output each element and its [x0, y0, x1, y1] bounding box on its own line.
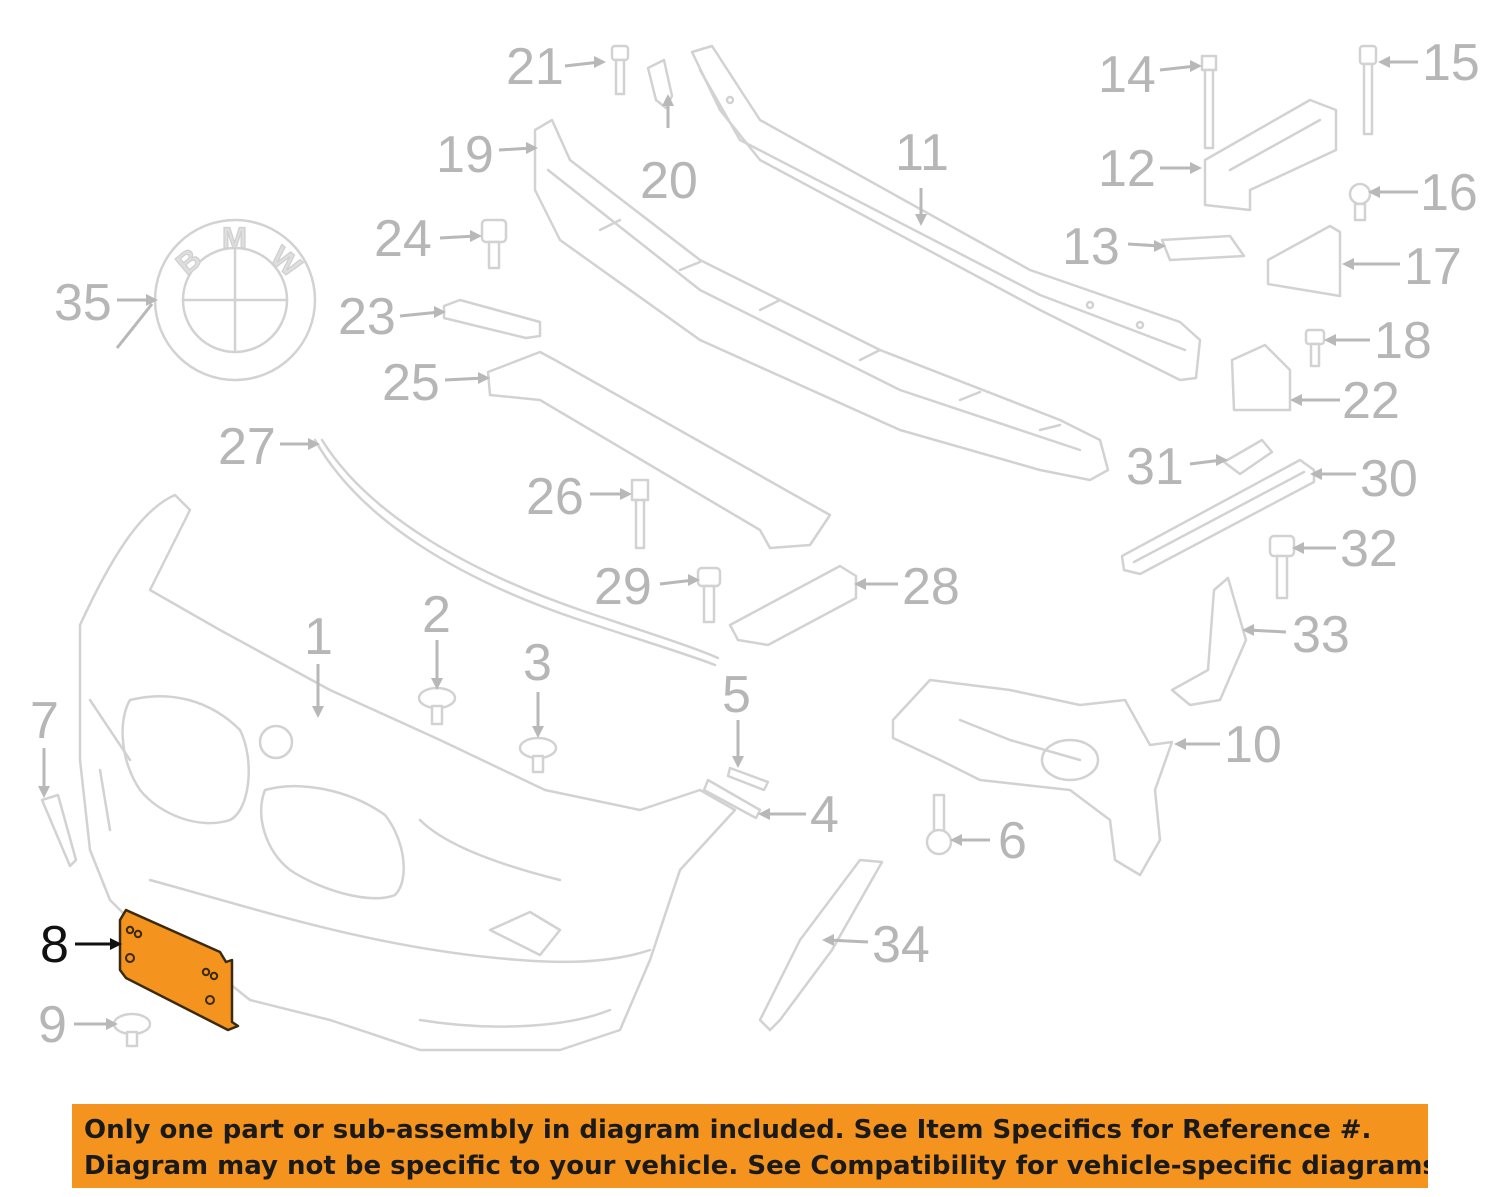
disclaimer-banner: Only one part or sub-assembly in diagram…	[72, 1104, 1428, 1188]
callout-13[interactable]: 13	[1062, 218, 1120, 276]
logo-letter-m: M	[222, 222, 247, 255]
part-14-stud[interactable]	[1200, 54, 1218, 150]
callout-24[interactable]: 24	[374, 210, 432, 268]
part-2-screw[interactable]	[417, 686, 457, 726]
callout-2[interactable]: 2	[422, 586, 451, 644]
part-30-rail[interactable]	[1120, 458, 1316, 576]
part-16-screw[interactable]	[1348, 182, 1372, 222]
callout-16[interactable]: 16	[1420, 164, 1478, 222]
disclaimer-line-2: Diagram may not be specific to your vehi…	[84, 1151, 1428, 1181]
part-25-carrier[interactable]	[486, 350, 832, 550]
callout-30[interactable]: 30	[1360, 450, 1418, 508]
part-5-strip[interactable]	[726, 766, 770, 792]
callout-3[interactable]: 3	[523, 634, 552, 692]
part-32-bolt[interactable]	[1268, 534, 1296, 600]
callout-11[interactable]: 11	[895, 124, 949, 182]
part-13-pad[interactable]	[1160, 234, 1246, 262]
part-31-clip[interactable]	[1222, 438, 1274, 476]
callout-4[interactable]: 4	[810, 786, 839, 844]
part-10-side-bracket[interactable]	[891, 678, 1174, 877]
parts-diagram: B M W	[30, 34, 1480, 1054]
callout-6[interactable]: 6	[998, 812, 1027, 870]
callout-22[interactable]: 22	[1342, 372, 1400, 430]
part-18-screw[interactable]	[1304, 328, 1326, 368]
part-33-bracket[interactable]	[1170, 576, 1248, 707]
callout-8-highlighted[interactable]: 8	[40, 916, 69, 974]
callout-10[interactable]: 10	[1224, 716, 1282, 774]
callout-21[interactable]: 21	[506, 38, 564, 96]
part-8-license-plate-bracket[interactable]	[118, 908, 240, 1032]
callout-28[interactable]: 28	[902, 558, 960, 616]
callout-27[interactable]: 27	[218, 418, 276, 476]
part-24-bolt[interactable]	[480, 218, 508, 270]
part-29-bolt[interactable]	[696, 566, 722, 624]
callout-25[interactable]: 25	[382, 354, 440, 412]
callout-9[interactable]: 9	[38, 996, 67, 1054]
callout-14[interactable]: 14	[1098, 46, 1156, 104]
part-28-bracket[interactable]	[728, 564, 858, 647]
part-1-bumper-cover[interactable]	[78, 493, 737, 1052]
leader-lines	[42, 60, 1418, 1026]
part-12-bracket[interactable]	[1203, 98, 1338, 212]
callout-20[interactable]: 20	[640, 152, 698, 210]
callout-18[interactable]: 18	[1374, 312, 1432, 370]
part-6-bolt[interactable]	[925, 793, 953, 856]
callout-31[interactable]: 31	[1126, 438, 1184, 496]
part-35-emblem[interactable]: B M W	[153, 218, 317, 382]
part-21-bolt[interactable]	[610, 44, 630, 96]
part-27-seal[interactable]	[313, 438, 720, 667]
callout-19[interactable]: 19	[436, 126, 494, 184]
callout-17[interactable]: 17	[1404, 238, 1462, 296]
callout-12[interactable]: 12	[1098, 140, 1156, 198]
part-26-stud[interactable]	[630, 478, 650, 550]
part-17-bracket[interactable]	[1266, 224, 1342, 298]
callout-1[interactable]: 1	[304, 608, 333, 666]
part-11-impact-bar[interactable]	[690, 44, 1202, 382]
callout-7[interactable]: 7	[30, 692, 59, 750]
part-23-bracket[interactable]	[442, 298, 542, 340]
leader-arrowheads	[38, 56, 1390, 1030]
leader-arrow-8	[110, 938, 122, 950]
callout-34[interactable]: 34	[872, 916, 930, 974]
part-9-clip[interactable]	[112, 1012, 152, 1048]
part-22-bracket[interactable]	[1230, 343, 1292, 412]
callout-15[interactable]: 15	[1422, 34, 1480, 92]
part-3-screw[interactable]	[518, 736, 558, 774]
part-34-trim[interactable]	[758, 858, 884, 1032]
callout-29[interactable]: 29	[594, 558, 652, 616]
part-4-strip[interactable]	[702, 778, 762, 820]
callout-5[interactable]: 5	[722, 666, 751, 724]
callout-35[interactable]: 35	[54, 274, 112, 332]
part-7-reflector[interactable]	[40, 793, 78, 868]
callout-labels: 21 20 19 11 14 15 12 16 13 17 18 22 24 3…	[30, 34, 1480, 1054]
part-15-bolt[interactable]	[1358, 44, 1378, 136]
callout-33[interactable]: 33	[1292, 606, 1350, 664]
callout-23[interactable]: 23	[338, 288, 396, 346]
callout-32[interactable]: 32	[1340, 520, 1398, 578]
part-19-absorber[interactable]	[533, 118, 1110, 482]
disclaimer-line-1: Only one part or sub-assembly in diagram…	[84, 1115, 1372, 1145]
callout-26[interactable]: 26	[526, 468, 584, 526]
